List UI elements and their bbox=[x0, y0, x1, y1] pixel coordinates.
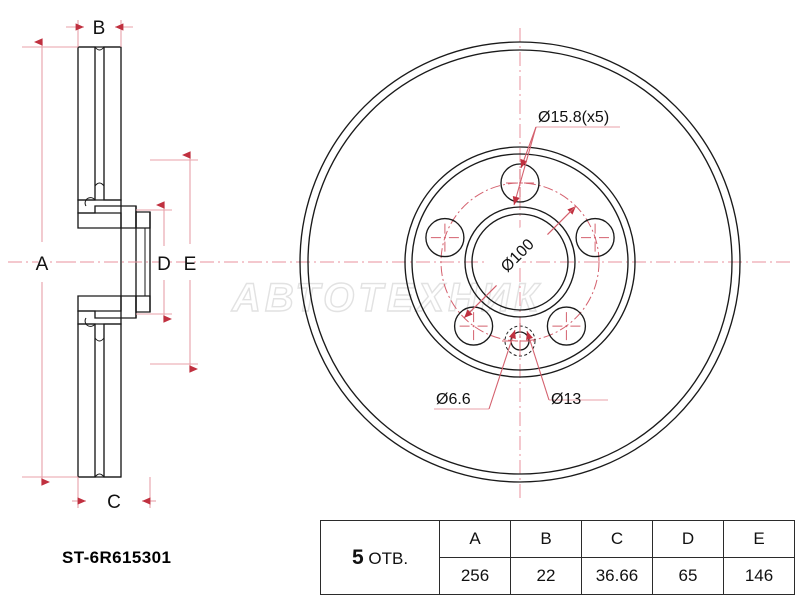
disc-hat-wall-lower bbox=[120, 262, 151, 318]
callout-locating-hole: Ø13 bbox=[551, 391, 581, 408]
table-row-headers: 5 ОТВ. A B C D E bbox=[320, 520, 795, 595]
value-e: 146 bbox=[723, 557, 795, 595]
section-view-group bbox=[77, 46, 151, 478]
hat-outer-circle-2 bbox=[411, 153, 629, 371]
header-b: B bbox=[510, 520, 582, 558]
disc-hat-lower bbox=[77, 295, 151, 327]
part-number-text: ST-6R615301 bbox=[62, 548, 172, 567]
dimension-e: E bbox=[150, 151, 198, 373]
dimension-label-c: C bbox=[107, 492, 121, 513]
bolt-circle-ref bbox=[440, 182, 600, 342]
bolt-hole bbox=[500, 163, 540, 203]
part-number-label: ST-6R615301 bbox=[62, 548, 171, 568]
callout-small-hole: Ø6.6 bbox=[436, 391, 471, 408]
callout-bolt-holes-group: Ø15.8(x5) bbox=[512, 109, 620, 206]
header-a: A bbox=[439, 520, 511, 558]
dimension-a: A bbox=[22, 38, 78, 486]
dimension-c: C bbox=[72, 477, 156, 513]
dimension-label-b: B bbox=[93, 18, 106, 39]
bolt-hole bbox=[453, 306, 494, 346]
value-d: 65 bbox=[652, 557, 724, 595]
center-bore-inner bbox=[471, 213, 569, 311]
dimension-label-d: D bbox=[157, 254, 171, 275]
holes-count-value: 5 bbox=[351, 545, 364, 569]
face-view-group: Ø100 Ø15.8(x5) Ø6.6 Ø13 bbox=[299, 28, 741, 500]
disc-friction-outer bbox=[307, 49, 733, 475]
header-e: E bbox=[723, 520, 795, 558]
disc-outer-edge bbox=[299, 41, 741, 483]
friction-ring-upper bbox=[77, 46, 122, 201]
disc-hat-wall-upper bbox=[120, 206, 151, 262]
friction-ring-lower bbox=[77, 323, 122, 478]
callout-bolt-holes: Ø15.8(x5) bbox=[538, 109, 609, 126]
callout-locating-hole-group: Ø13 bbox=[526, 330, 608, 408]
hat-outer-circle bbox=[404, 146, 636, 378]
header-c: C bbox=[581, 520, 653, 558]
holes-count-cell: 5 ОТВ. bbox=[320, 520, 440, 595]
bolt-hole bbox=[546, 306, 587, 346]
bolt-hole bbox=[425, 217, 465, 258]
holes-count-label: ОТВ. bbox=[368, 548, 409, 568]
dimension-d: D bbox=[136, 201, 172, 323]
callout-small-hole-group: Ø6.6 bbox=[434, 329, 516, 410]
value-c: 36.66 bbox=[581, 557, 653, 595]
header-d: D bbox=[652, 520, 724, 558]
bolt-hole bbox=[575, 217, 615, 258]
table-row-values: 256 22 36.66 65 146 bbox=[321, 557, 795, 595]
bolt-holes bbox=[425, 163, 615, 346]
value-b: 22 bbox=[510, 557, 582, 595]
value-a: 256 bbox=[439, 557, 511, 595]
specification-table: 5 ОТВ. A B C D E 256 22 36.66 65 146 bbox=[320, 520, 795, 595]
dimension-b: B bbox=[66, 18, 133, 47]
disc-hat-upper bbox=[77, 197, 151, 229]
center-bore-outer bbox=[464, 206, 576, 318]
dimension-label-a: A bbox=[36, 254, 49, 275]
dimension-label-e: E bbox=[184, 254, 197, 275]
